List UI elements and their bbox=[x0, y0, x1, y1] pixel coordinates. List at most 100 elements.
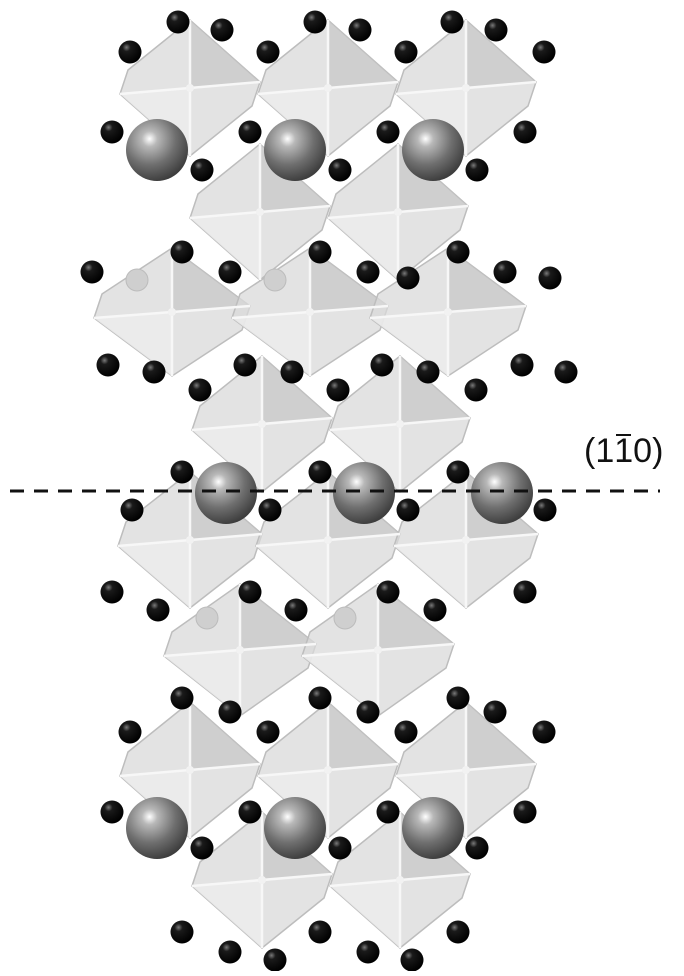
oxygen-atom bbox=[532, 720, 556, 744]
oxygen-atom bbox=[464, 378, 488, 402]
octahedron-facet bbox=[328, 702, 398, 770]
octahedron-facet bbox=[190, 20, 260, 88]
oxygen-atom bbox=[170, 460, 194, 484]
oxygen-atom bbox=[188, 378, 212, 402]
large-cation-atom bbox=[402, 119, 464, 181]
large-cation-atom bbox=[264, 119, 326, 181]
oxygen-atom bbox=[440, 10, 464, 34]
large-cation-atom bbox=[126, 797, 188, 859]
oxygen-atom bbox=[484, 18, 508, 42]
octahedral-cation bbox=[168, 308, 176, 316]
octahedron-facet bbox=[378, 584, 454, 650]
oxygen-atom bbox=[483, 700, 507, 724]
oxygen-atom bbox=[238, 580, 262, 604]
octahedron-facet bbox=[118, 540, 190, 608]
oxygen-atom bbox=[100, 580, 124, 604]
plane-miller-index-label: (110) bbox=[584, 432, 663, 471]
large-cation-atom bbox=[126, 119, 188, 181]
octahedron-facet bbox=[330, 880, 400, 948]
oxygen-atom bbox=[554, 360, 578, 384]
octahedral-cation bbox=[186, 766, 194, 774]
oxygen-atom bbox=[96, 353, 120, 377]
oxygen-atom bbox=[400, 948, 424, 972]
oxygen-atom bbox=[370, 353, 394, 377]
octahedron-facet bbox=[394, 540, 466, 608]
oxygen-atom bbox=[80, 260, 104, 284]
background-cation-atom bbox=[333, 606, 357, 630]
large-cation-atom bbox=[471, 462, 533, 524]
octahedral-cation bbox=[324, 766, 332, 774]
octahedron-facet bbox=[466, 20, 536, 88]
large-cation-atom bbox=[195, 462, 257, 524]
oxygen-atom bbox=[170, 920, 194, 944]
octahedral-cation bbox=[256, 208, 264, 216]
oxygen-atom bbox=[356, 260, 380, 284]
octahedral-cation bbox=[324, 84, 332, 92]
octahedron-facet bbox=[310, 248, 388, 312]
oxygen-atom bbox=[308, 920, 332, 944]
oxygen-atom bbox=[308, 686, 332, 710]
oxygen-atom bbox=[190, 836, 214, 860]
oxygen-atom bbox=[280, 360, 304, 384]
oxygen-atom bbox=[356, 700, 380, 724]
octahedron-facet bbox=[256, 540, 328, 608]
octahedron-facet bbox=[164, 650, 240, 716]
oxygen-atom bbox=[256, 720, 280, 744]
oxygen-atom bbox=[348, 18, 372, 42]
oxygen-atom bbox=[100, 800, 124, 824]
oxygen-atom bbox=[376, 580, 400, 604]
oxygen-atom bbox=[238, 800, 262, 824]
octahedron-facet bbox=[192, 880, 262, 948]
oxygen-atom bbox=[170, 240, 194, 264]
octahedral-cation bbox=[396, 420, 404, 428]
large-cation-atom bbox=[333, 462, 395, 524]
oxygen-atom bbox=[465, 836, 489, 860]
oxygen-atom bbox=[416, 360, 440, 384]
oxygen-atom bbox=[263, 948, 287, 972]
oxygen-atom bbox=[256, 40, 280, 64]
oxygen-atom bbox=[328, 158, 352, 182]
octahedral-cation bbox=[258, 420, 266, 428]
octahedron-facet bbox=[302, 650, 378, 716]
oxygen-atom bbox=[446, 920, 470, 944]
oxygen-atom bbox=[210, 18, 234, 42]
oxygen-atom bbox=[532, 40, 556, 64]
oxygen-atom bbox=[218, 940, 242, 964]
octahedron-facet bbox=[94, 312, 172, 376]
oxygen-atom bbox=[308, 460, 332, 484]
octahedral-cation bbox=[186, 84, 194, 92]
octahedral-cation bbox=[462, 84, 470, 92]
oxygen-atom bbox=[233, 353, 257, 377]
octahedron-facet bbox=[240, 584, 316, 650]
oxygen-atom bbox=[510, 353, 534, 377]
oxygen-atom bbox=[118, 720, 142, 744]
octahedral-cation bbox=[394, 208, 402, 216]
oxygen-atom bbox=[513, 800, 537, 824]
octahedron-facet bbox=[328, 212, 398, 280]
large-cation-atom bbox=[402, 797, 464, 859]
octahedral-cation bbox=[186, 536, 194, 544]
oxygen-atom bbox=[328, 836, 352, 860]
octahedral-cation bbox=[258, 876, 266, 884]
oxygen-atom bbox=[394, 720, 418, 744]
octahedron-facet bbox=[466, 702, 536, 770]
octahedron-facet bbox=[370, 312, 448, 376]
octahedral-cation bbox=[462, 766, 470, 774]
oxygen-atom bbox=[446, 460, 470, 484]
octahedron-facet bbox=[448, 248, 526, 312]
oxygen-atom bbox=[538, 266, 562, 290]
oxygen-atom bbox=[218, 260, 242, 284]
oxygen-atom bbox=[376, 120, 400, 144]
plane-label-close: ) bbox=[652, 432, 664, 470]
oxygen-atom bbox=[465, 158, 489, 182]
oxygen-atom bbox=[446, 240, 470, 264]
plane-label-digit-3: 0 bbox=[633, 432, 653, 470]
oxygen-atom bbox=[396, 498, 420, 522]
octahedron-facet bbox=[328, 20, 398, 88]
oxygen-atom bbox=[238, 120, 262, 144]
plane-label-open: ( bbox=[584, 432, 596, 470]
bond-layer bbox=[93, 20, 539, 948]
oxygen-atom bbox=[376, 800, 400, 824]
octahedral-cation bbox=[306, 308, 314, 316]
